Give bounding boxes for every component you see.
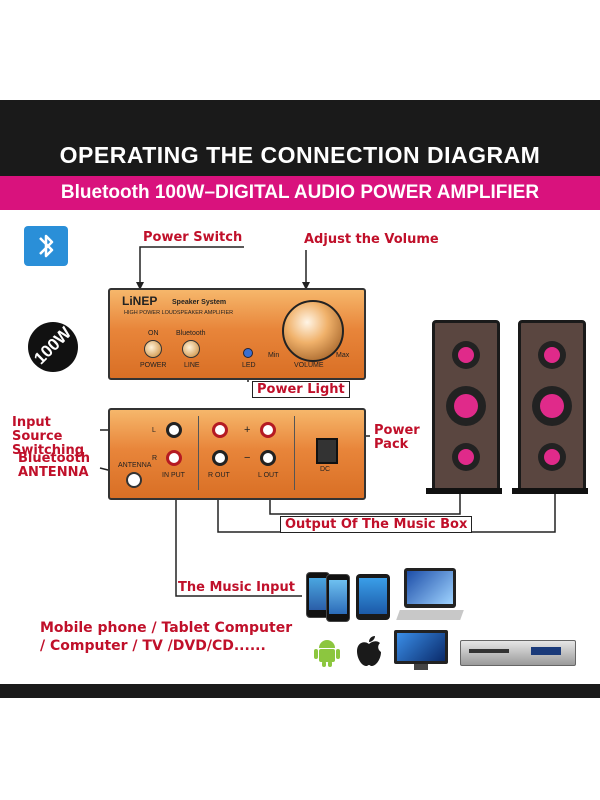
speaker-right	[518, 320, 586, 492]
bluetooth-icon	[24, 226, 68, 266]
rear-divider-2	[294, 416, 295, 490]
adjust-volume-label: Adjust the Volume	[304, 232, 439, 247]
input-r-jack[interactable]	[166, 450, 182, 466]
rear-r-text: R	[152, 455, 158, 462]
bluetooth-text: Bluetooth	[176, 330, 206, 337]
output-l-minus-jack[interactable]	[260, 450, 276, 466]
antenna-jack[interactable]	[126, 472, 142, 488]
output-l-plus-jack[interactable]	[260, 422, 276, 438]
power-light-label: Power Light	[252, 381, 350, 398]
page-subtitle: Bluetooth 100W–DIGITAL AUDIO POWER AMPLI…	[0, 176, 600, 210]
led-indicator	[243, 348, 253, 358]
volume-knob[interactable]	[282, 300, 344, 362]
input-text: IN PUT	[162, 472, 185, 479]
power-switch-label: Power Switch	[143, 230, 243, 245]
speaker-left	[432, 320, 500, 492]
amplifier-front-panel: LiNEP Speaker System HIGH POWER LOUDSPEA…	[108, 288, 366, 380]
output-music-box-label: Output Of The Music Box	[280, 516, 473, 533]
power-button[interactable]	[144, 340, 162, 358]
laptop-icon	[396, 568, 464, 628]
tablet-icon	[356, 574, 390, 620]
led-text: LED	[242, 362, 256, 369]
on-text: ON	[148, 330, 159, 337]
music-input-label: The Music Input	[178, 580, 295, 595]
bottom-band	[0, 684, 600, 698]
output-r-minus-jack[interactable]	[212, 450, 228, 466]
volume-text: VOLUME	[294, 362, 324, 369]
minus-text: −	[244, 452, 251, 464]
monitor-icon	[394, 630, 448, 672]
volume-min-text: Min	[268, 352, 280, 359]
volume-max-text: Max	[336, 352, 350, 359]
rear-l-text: L	[152, 427, 156, 434]
power-text: POWER	[140, 362, 167, 369]
model-text: HIGH POWER LOUDSPEAKER AMPLIFIER	[124, 310, 234, 316]
top-band	[0, 100, 600, 176]
input-switching-label: Input Source Switching	[12, 415, 85, 458]
antenna-text: ANTENNA	[118, 462, 152, 469]
devices-line-2: / Computer / TV /DVD/CD......	[40, 638, 266, 654]
input-l-jack[interactable]	[166, 422, 182, 438]
line-button[interactable]	[182, 340, 200, 358]
rear-divider-1	[198, 416, 199, 490]
dc-text: DC	[320, 466, 331, 473]
speaker-left-base	[426, 488, 502, 494]
power-pack-label: Power Pack	[374, 423, 420, 452]
bluetooth-antenna-label: Bluetooth ANTENNA	[18, 451, 90, 480]
power-rating-badge: 100W	[26, 320, 80, 374]
devices-line-1: Mobile phone / Tablet Computer	[40, 620, 293, 636]
page-title: OPERATING THE CONNECTION DIAGRAM	[59, 142, 541, 168]
dvd-player-icon	[460, 640, 576, 666]
output-r-plus-jack[interactable]	[212, 422, 228, 438]
android-icon	[312, 636, 342, 668]
r-out-text: R OUT	[208, 472, 230, 479]
brand-logo: LiNEP	[122, 294, 158, 308]
dc-jack[interactable]	[316, 438, 338, 464]
amplifier-rear-panel: L R IN PUT + − R OUT L OUT DC ANTENNA	[108, 408, 366, 500]
line-text: LINE	[184, 362, 200, 369]
plus-text: +	[244, 424, 251, 436]
speaker-right-base	[512, 488, 588, 494]
apple-icon	[354, 634, 384, 668]
l-out-text: L OUT	[258, 472, 279, 479]
smartphone-icon	[326, 574, 350, 622]
brand-subtitle: Speaker System	[172, 299, 227, 306]
